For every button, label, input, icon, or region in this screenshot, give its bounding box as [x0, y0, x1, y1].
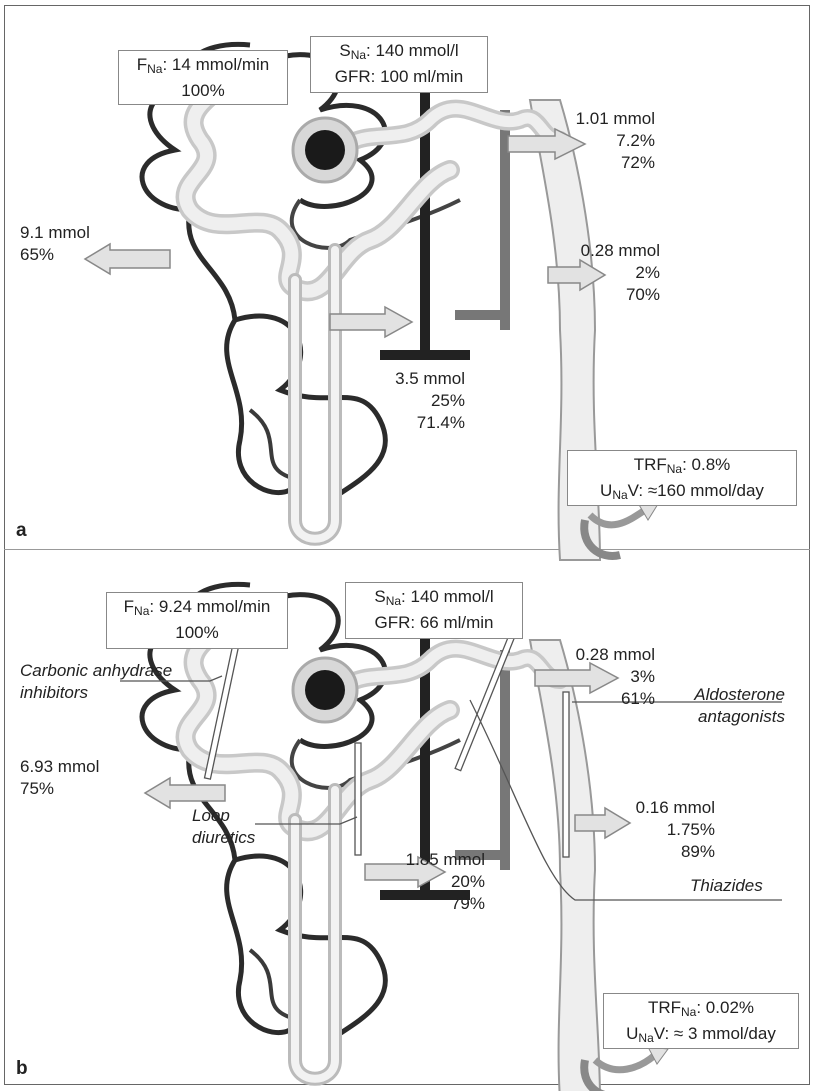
gfr-a: GFR: 100 ml/min [311, 66, 487, 88]
drug-label-aldosterone-antagonists: Aldosterone antagonists [660, 684, 785, 728]
proximal-label-b: 6.93 mmol 75% [20, 756, 140, 800]
proximal-label-a: 9.1 mmol 65% [20, 222, 150, 266]
panel-letter-b: b [16, 1058, 28, 1080]
filtered-load-box-b: FNa: 9.24 mmol/min 100% [106, 592, 288, 649]
drug-label-thiazides: Thiazides [690, 876, 763, 896]
distal-label-b: 0.28 mmol 3% 61% [570, 644, 655, 710]
nephron-a [142, 44, 620, 560]
drug-label-loop-diuretics: Loop diuretics [192, 805, 255, 849]
gfr-b: GFR: 66 ml/min [346, 612, 522, 634]
arrow-loop-a [330, 307, 412, 337]
collecting-label-b: 0.16 mmol 1.75% 89% [610, 797, 715, 863]
panel-letter-a: a [16, 520, 27, 542]
loop-label-a: 3.5 mmol 25% 71.4% [380, 368, 465, 434]
excretion-box-a: TRFNa: 0.8% UNaV: ≈160 mmol/day [567, 450, 797, 506]
arrow-excretion-b [595, 1055, 655, 1070]
filtered-load-percent-b: 100% [107, 622, 287, 644]
filtered-load-box-a: FNa: 14 mmol/min 100% [118, 50, 288, 105]
loop-label-b: 1.85 mmol 20% 79% [395, 849, 485, 915]
filtered-load-percent-a: 100% [119, 80, 287, 102]
serum-box-a: SNa: 140 mmol/l GFR: 100 ml/min [310, 36, 488, 93]
excretion-box-b: TRFNa: 0.02% UNaV: ≈ 3 mmol/day [603, 993, 799, 1049]
arrow-proximal-b [145, 778, 225, 808]
serum-box-b: SNa: 140 mmol/l GFR: 66 ml/min [345, 582, 523, 639]
drug-label-carbonic-anhydrase: Carbonic anhydrase inhibitors [20, 660, 172, 704]
distal-label-a: 1.01 mmol 7.2% 72% [560, 108, 655, 174]
collecting-label-a: 0.28 mmol 2% 70% [560, 240, 660, 306]
